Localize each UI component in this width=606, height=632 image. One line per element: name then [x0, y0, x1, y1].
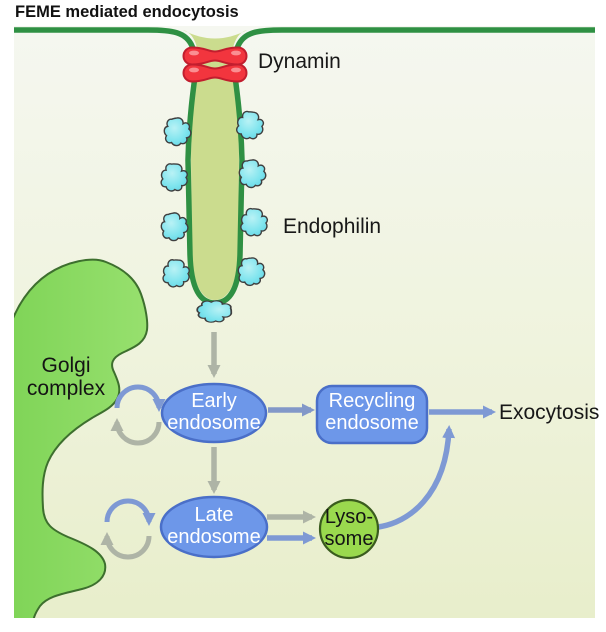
late-endosome-shape: [159, 495, 269, 559]
late-endosome-label-line1: Late: [195, 504, 234, 526]
golgi-label-line1: Golgi: [41, 354, 90, 377]
golgi-late-cycle-return-arrow: [100, 532, 152, 560]
early-endosome-shape: [160, 382, 268, 444]
invagination-tubule: [183, 30, 247, 300]
golgi-label-line2: complex: [27, 377, 106, 400]
early-endosome-label-line2: endosome: [167, 412, 260, 434]
early-endosome-label-line1: Early: [191, 390, 237, 412]
dynamin-upper-ring: [182, 46, 248, 66]
dynamin-label: Dynamin: [258, 50, 341, 73]
lysosome-shape: [318, 498, 380, 560]
exocytosis-label: Exocytosis: [499, 401, 599, 424]
golgi-early-cycle-return-arrow: [110, 418, 162, 446]
golgi-early-cycle-forward-arrow: [114, 384, 166, 412]
endophilin-label: Endophilin: [283, 215, 381, 238]
lysosome-label-line1: Lyso-: [325, 506, 373, 528]
recycling-endosome-label-line2: endosome: [325, 412, 418, 434]
golgi-late-cycle-forward-arrow: [104, 498, 156, 526]
diagram-title: FEME mediated endocytosis: [15, 3, 239, 21]
golgi-complex-shape: [14, 258, 149, 618]
recycling-endosome-label-line1: Recycling: [329, 390, 416, 412]
late-endosome-label-line2: endosome: [167, 526, 260, 548]
arrow-lysosome-to-exocytosis: [377, 425, 456, 530]
dynamin-lower-ring: [182, 63, 248, 83]
recycling-endosome-shape: [315, 384, 429, 445]
lysosome-label-line2: some: [325, 528, 374, 550]
